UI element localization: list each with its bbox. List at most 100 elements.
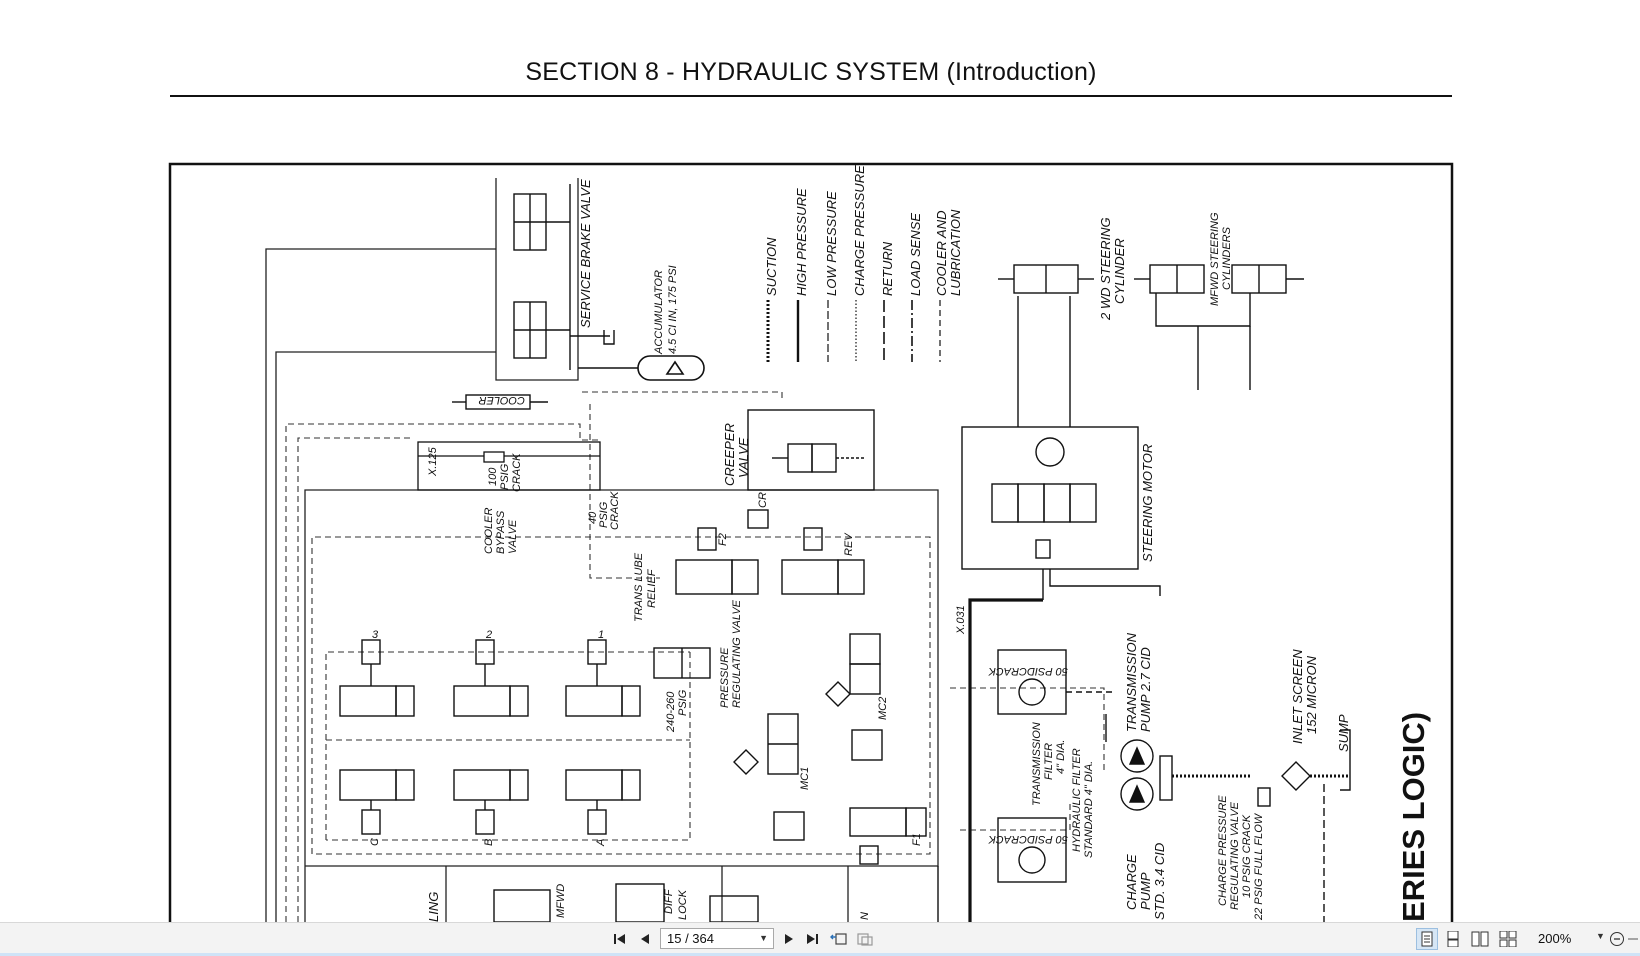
label-sol-3: 3: [372, 629, 379, 641]
legend-charge-pressure: CHARGE PRESSURE: [852, 165, 867, 296]
label-f1: F1: [911, 833, 923, 846]
label-rev: REV: [843, 532, 855, 556]
label-trans-filter-1: TRANSMISSION: [1031, 722, 1043, 806]
single-page-view-icon[interactable]: [1416, 928, 1438, 950]
label-x125: X.125: [427, 446, 439, 477]
label-service-brake-valve: SERVICE BRAKE VALVE: [578, 179, 593, 328]
label-charge-pump-3: STD. 3.4 CID: [1152, 843, 1167, 920]
page-number-input[interactable]: 15 / 364 ▼: [660, 928, 774, 949]
label-40-psig-b: PSIG: [598, 501, 610, 528]
label-charge-reg-3: 10 PSIG CRACK: [1241, 814, 1253, 898]
label-mc1: MC1: [799, 767, 811, 790]
label-mfwd-steering-1: MFWD STEERING: [1209, 212, 1221, 306]
page-title: SECTION 8 - HYDRAULIC SYSTEM (Introducti…: [525, 58, 1097, 86]
next-page-icon[interactable]: [780, 928, 798, 950]
label-bottom-mfwd: MFWD: [555, 884, 567, 918]
toolbar-bottom-strip: [0, 953, 1640, 956]
page-number-value: 15 / 364: [667, 931, 714, 946]
bottom-components: [493, 866, 939, 922]
cooler: [452, 394, 548, 410]
return-lines: [265, 178, 939, 922]
label-mc2: MC2: [877, 697, 889, 720]
legend-high-pressure: HIGH PRESSURE: [794, 188, 809, 296]
label-sol-c: C: [369, 838, 381, 846]
charge-lines: [285, 391, 1105, 922]
zoom-out-icon[interactable]: [1608, 928, 1626, 950]
viewer-toolbar: 15 / 364 ▼ 200% ▼: [0, 922, 1640, 956]
label-charge-pump-2: PUMP: [1138, 872, 1153, 910]
accumulator: [578, 355, 705, 381]
label-240-psig-2: PSIG: [677, 689, 689, 716]
title-rule: [170, 95, 1452, 97]
diagram-frame: [168, 162, 1454, 922]
label-trans-lube-2: RELIEF: [646, 568, 658, 608]
label-inlet-screen-2: 152 MICRON: [1304, 655, 1319, 734]
label-trans-filter-2: FILTER: [1043, 743, 1055, 780]
label-creeper-1: CREEPER: [722, 423, 737, 486]
facing-view-icon[interactable]: [1468, 928, 1492, 950]
label-charge-pump-1: CHARGE: [1124, 854, 1139, 910]
label-100-psig-a: 100: [487, 467, 499, 486]
previous-view-icon[interactable]: [828, 928, 850, 950]
label-100-psig-c: CRACK: [511, 453, 523, 492]
label-cooler-bypass-1: COOLER: [483, 507, 495, 554]
label-charge-reg-2: REGULATING VALVE: [1229, 801, 1241, 910]
label-100-psig-b: PSIG: [499, 463, 511, 490]
label-cooler-bypass-3: VALVE: [507, 519, 519, 554]
label-sump: SUMP: [1336, 714, 1351, 752]
page-dropdown-icon[interactable]: ▼: [759, 933, 768, 943]
label-40-psig-a: 40: [587, 511, 599, 524]
legend-return: RETURN: [880, 241, 895, 296]
label-x031: X.031: [955, 605, 967, 635]
forward-reverse-valves: [653, 527, 927, 865]
legend-suction: SUCTION: [764, 237, 779, 296]
label-cr: CR: [757, 492, 769, 508]
legend-low-pressure: LOW PRESSURE: [824, 191, 839, 296]
steering-cylinders: [998, 264, 1304, 390]
label-charge-reg-1: CHARGE PRESSURE: [1217, 795, 1229, 906]
label-accumulator-1: ACCUMULATOR: [653, 270, 665, 355]
continuous-view-icon[interactable]: [1442, 928, 1464, 950]
zoom-dropdown-icon[interactable]: ▼: [1596, 931, 1605, 941]
first-page-icon[interactable]: [610, 928, 630, 950]
label-creeper-2: VALVE: [736, 437, 751, 478]
label-trans-lube-1: TRANS LUBE: [633, 552, 645, 622]
service-brake-valve: [513, 184, 615, 370]
hydraulic-schematic: SUCTION HIGH PRESSURE LOW PRESSURE CHARG…: [168, 162, 1454, 922]
zoom-level[interactable]: 200%: [1538, 931, 1572, 946]
label-40-psig-c: CRACK: [609, 491, 621, 530]
label-f2: F2: [717, 533, 729, 546]
label-2wd-steering-1: 2 WD STEERING: [1098, 217, 1113, 321]
label-trans-pump-2: PUMP 2.7 CID: [1138, 647, 1153, 732]
label-inlet-screen-1: INLET SCREEN: [1290, 649, 1305, 744]
creeper-valve: [747, 409, 875, 529]
label-trans-pump-1: TRANSMISSION: [1124, 632, 1139, 732]
last-page-icon[interactable]: [802, 928, 822, 950]
label-sol-a: A: [595, 839, 607, 847]
pump-section: [997, 649, 1351, 922]
cooler-bypass-valve: [417, 441, 601, 491]
solenoid-valve-bank: [339, 639, 641, 835]
label-cooler-bypass-2: BYPASS: [495, 510, 507, 554]
label-pressure-reg-2: REGULATING VALVE: [731, 599, 743, 708]
next-view-icon[interactable]: [854, 928, 876, 950]
label-bottom-ling: LING: [426, 892, 441, 922]
label-charge-reg-4: 22 PSIG FULL FLOW: [1253, 812, 1265, 921]
label-2wd-steering-2: CYLINDER: [1112, 238, 1127, 304]
label-sol-b: B: [483, 839, 495, 846]
steering-motor: [961, 296, 1161, 922]
label-bottom-diff: DIFF: [663, 888, 675, 914]
continuous-facing-view-icon[interactable]: [1496, 928, 1520, 950]
label-pressure-reg-1: PRESSURE: [719, 647, 731, 708]
document-viewport[interactable]: SECTION 8 - HYDRAULIC SYSTEM (Introducti…: [0, 0, 1640, 922]
label-240-psig-1: 240-260: [665, 691, 677, 733]
label-hyd-filter-2: STANDARD 4" DIA.: [1083, 761, 1095, 858]
label-trans-filter-3: 4" DIA.: [1055, 740, 1067, 774]
label-accumulator-2: 4.5 CI IN, 175 PSI: [667, 265, 679, 354]
label-50-psid-b: 50 PSIDCRACK: [988, 833, 1068, 845]
label-bottom-lock: LOCK: [677, 889, 689, 920]
label-steering-motor: STEERING MOTOR: [1140, 444, 1155, 562]
prev-page-icon[interactable]: [636, 928, 654, 950]
zoom-slider-track[interactable]: [1628, 928, 1638, 950]
label-sol-2: 2: [485, 629, 492, 641]
